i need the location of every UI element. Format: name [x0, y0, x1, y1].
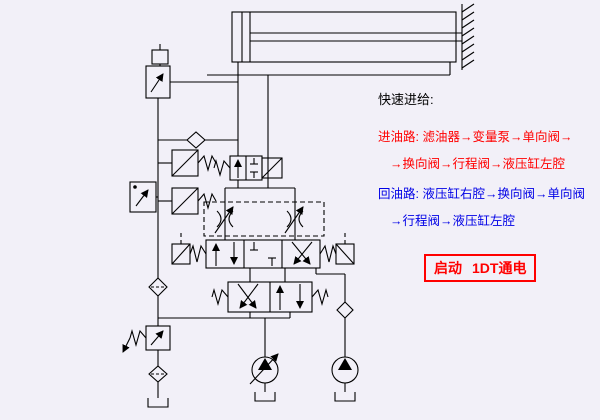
pressure-valve	[129, 181, 157, 213]
inlet-path-line-1: 进油路: 滤油器→变量泵→单向阀→	[378, 130, 573, 144]
spring	[129, 328, 147, 348]
feed-mode-heading: 快速进给:	[378, 92, 434, 107]
travel-valve-plunger	[151, 49, 169, 65]
solenoid-coil-left	[171, 243, 191, 265]
spring	[211, 287, 229, 307]
start-status-box: 启动 1DT通电	[424, 254, 537, 282]
hydraulic-cylinder	[231, 11, 462, 63]
spring	[197, 154, 217, 173]
solenoid-coil-right	[335, 243, 355, 265]
check-valve-1	[186, 131, 206, 149]
spring	[189, 244, 207, 263]
solenoid-2-2-valve	[213, 155, 283, 181]
return-path-line-2: →行程阀→液压缸左腔	[390, 214, 516, 228]
start-label: 启动	[434, 260, 462, 276]
tank-left	[147, 398, 169, 408]
fixed-pump	[331, 356, 359, 384]
check-valve-2	[336, 301, 354, 319]
pipes	[156, 62, 451, 398]
spring	[213, 158, 231, 178]
spring	[319, 244, 337, 263]
solenoid-coil	[261, 157, 283, 179]
throttle-right	[284, 206, 304, 234]
throttle-left	[214, 206, 234, 234]
suction-filter	[148, 365, 168, 383]
travel-valve	[145, 44, 171, 99]
main-directional-valve	[171, 239, 355, 269]
variable-pump	[249, 353, 279, 385]
pilot-enclosure	[203, 201, 325, 237]
secondary-directional-valve	[211, 281, 329, 313]
spring	[197, 192, 217, 211]
start-state: 1DT通电	[472, 260, 527, 276]
wall-mount	[461, 3, 475, 70]
solenoid-pilot-valve-a	[171, 149, 217, 177]
tank-pump2	[334, 392, 356, 402]
spring	[311, 287, 329, 307]
tank-pump1	[254, 392, 276, 402]
relief-valve	[122, 325, 171, 353]
solenoid-pilot-valve-b	[171, 187, 217, 215]
inline-filter	[148, 277, 168, 297]
inlet-path-line-2: →换向阀→行程阀→液压缸左腔	[390, 157, 566, 171]
return-path-line-1: 回油路: 液压缸右腔→换向阀→单向阀	[378, 187, 585, 201]
